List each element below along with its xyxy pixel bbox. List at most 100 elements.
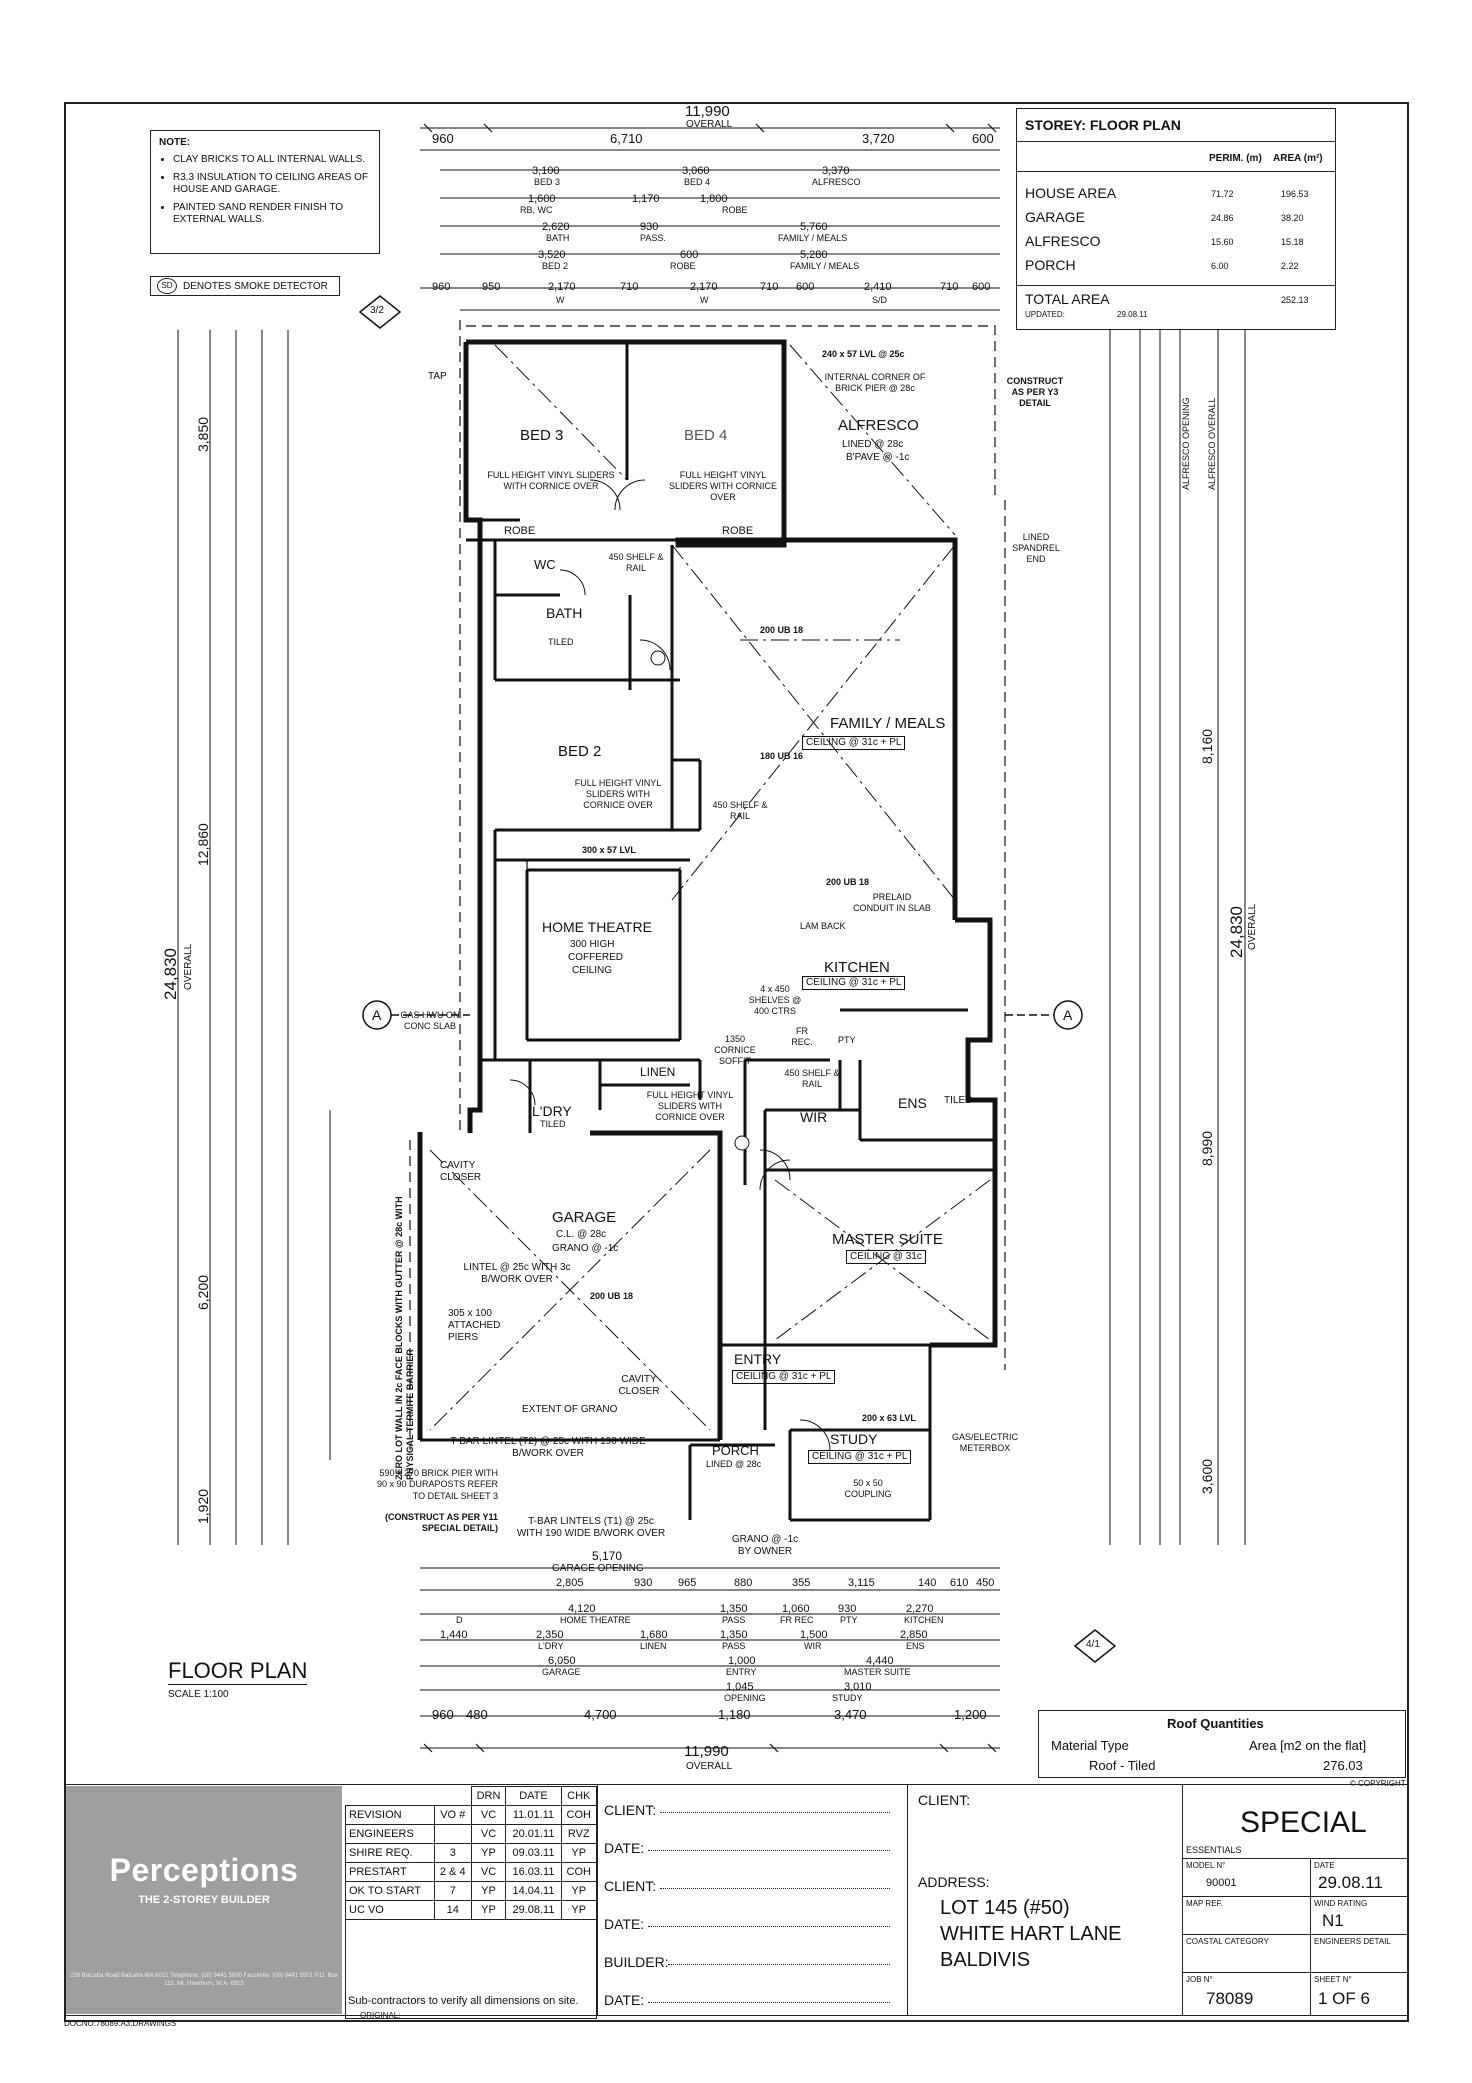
bdim-last-6: 1,200 [954, 1707, 987, 1722]
annotation-tap: TAP [428, 371, 447, 382]
sign-line[interactable] [648, 1926, 890, 1927]
annotation-lvl-200: 200 x 63 LVL [862, 1413, 916, 1423]
storey-row: PORCH 6.00 2.22 [1025, 257, 1299, 273]
right-alfresco-overall: ALFRESCO OVERALL [1207, 397, 1217, 490]
porch-sub: LINED @ 28c [706, 1459, 762, 1469]
dim-last-1: 960 [432, 281, 451, 293]
dim-sd-name: S/D [872, 295, 888, 305]
annotation-lam-back: LAM BACK [800, 921, 846, 931]
notes-box: NOTE: CLAY BRICKS TO ALL INTERNAL WALLS.… [150, 130, 380, 254]
bdim-r2-7: 140 [918, 1577, 937, 1589]
bdim-entry-name: ENTRY [726, 1667, 757, 1677]
dim-bed3: 3,100 [532, 165, 560, 177]
smoke-detector-icon [650, 650, 666, 666]
bdim-opening: 1,045 [726, 1681, 754, 1693]
annotation-sliders-1: FULL HEIGHT VINYL SLIDERS WITH CORNICE O… [487, 470, 615, 491]
annotation-ub-2: 180 UB 16 [760, 751, 804, 761]
dim-rbwc: 1,600 [528, 193, 556, 205]
coastal-label: COASTAL CATEGORY [1186, 1937, 1269, 1946]
ht-sub3: CEILING [572, 965, 613, 976]
essentials: ESSENTIALS [1186, 1845, 1242, 1855]
annotation-lintel: LINTEL @ 25c WITH 3c B/WORK OVER [463, 1262, 571, 1285]
bdim-ens: 2,850 [900, 1629, 928, 1641]
garage-sub2: GRANO @ -1c [552, 1243, 619, 1254]
map-ref-label: MAP REF. [1186, 1899, 1223, 1908]
dim-bed2: 3,520 [538, 249, 566, 261]
dim-last-2: 950 [482, 281, 501, 293]
roof-row-value: 276.03 [1323, 1758, 1363, 1773]
annotation-construct-y11: (CONSTRUCT AS PER Y11 SPECIAL DETAIL) [384, 1512, 498, 1534]
bath-sub: TILED [548, 637, 574, 647]
wind-rating-label: WIND RATING [1314, 1899, 1368, 1908]
annotation-brick-pier: 590 x 270 BRICK PIER WITH 90 x 90 DURAPO… [376, 1468, 498, 1501]
dim-bath-name: BATH [546, 233, 570, 243]
bdim-pass2: 1,350 [720, 1629, 748, 1641]
dim-lines-top [420, 127, 1000, 311]
ceiling-lines [429, 344, 991, 1431]
annotation-sliders-4: FULL HEIGHT VINYL SLIDERS WITH CORNICE O… [646, 1090, 734, 1122]
bdim-pass2-name: PASS [722, 1641, 746, 1651]
kitchen-ceiling: CEILING @ 31c + PL [802, 976, 906, 990]
annotation-pty: PTY [838, 1035, 856, 1045]
sign-field-label: CLIENT: [604, 1802, 657, 1818]
room-robe-1: ROBE [504, 525, 536, 537]
annotation-construct-y3: CONSTRUCT AS PER Y3 DETAIL [1006, 376, 1064, 408]
top-dim-2: 6,710 [610, 131, 643, 146]
room-alfresco: ALFRESCO [838, 417, 919, 434]
right-dim-part3: 3,600 [1199, 1458, 1215, 1494]
smoke-detector-icon [734, 1135, 750, 1151]
detail-refs [358, 295, 1117, 1663]
ldry-sub: TILED [540, 1119, 566, 1129]
dim-robe: 1,800 [700, 193, 728, 205]
dim-robe2: 600 [680, 249, 699, 261]
sign-field-label: DATE: [604, 1992, 645, 2008]
smoke-detectors [650, 650, 750, 1151]
date-value: 29.08.11 [1318, 1873, 1383, 1892]
updated-label: UPDATED: [1025, 310, 1065, 319]
bdim-ht-name: HOME THEATRE [560, 1615, 631, 1625]
room-entry: ENTRY [734, 1351, 782, 1367]
sign-line[interactable] [648, 2002, 890, 2003]
detail-ref-bottom: 4/1 [1086, 1639, 1100, 1650]
top-dim-1: 960 [432, 131, 454, 146]
room-porch: PORCH [712, 1443, 759, 1458]
annotation-attached-piers: 305 x 100 ATTACHED PIERS [448, 1308, 501, 1343]
left-overall-value: 24,830 [161, 948, 180, 1000]
left-dim-part1: 12,860 [195, 823, 211, 866]
model-special: SPECIAL [1240, 1806, 1367, 1839]
bdim-master-name: MASTER SUITE [844, 1667, 911, 1677]
docno: DOCNO.78089.A3.DRAWINGS [64, 2019, 177, 2028]
note-item: R3.3 INSULATION TO CEILING AREAS OF HOUS… [173, 172, 371, 196]
dim-pass: 930 [640, 221, 659, 233]
storey-total: TOTAL AREA 252.13 [1025, 291, 1309, 307]
bdim-r2-6: 3,115 [848, 1577, 875, 1589]
wall-right-run [930, 917, 998, 1348]
sign-line[interactable] [648, 1850, 890, 1851]
bdim-frrec: 1,060 [782, 1603, 810, 1615]
revision-row: REVISION VO # VC 11.01.11 COH [345, 1805, 598, 1825]
bdim-garage-name: GARAGE [542, 1667, 581, 1677]
dim-last-7: 600 [972, 281, 991, 293]
bdim-d-name: D [456, 1615, 463, 1625]
dim-robe-name: ROBE [722, 205, 748, 215]
annotation-coupling: 50 x 50 COUPLING [844, 1478, 892, 1499]
notes-title: NOTE: [159, 137, 191, 148]
annotation-extent-grano: EXTENT OF GRANO [522, 1404, 618, 1415]
room-ldry: L'DRY [532, 1103, 572, 1119]
sign-fields [597, 1784, 908, 2016]
dim-family-name: FAMILY / MEALS [778, 233, 848, 243]
bdim-last-3: 4,700 [584, 1707, 617, 1722]
dim-alfresco-name: ALFRESCO [812, 177, 861, 187]
room-wir: WIR [800, 1109, 828, 1125]
model-ref-label: MODEL N° [1186, 1861, 1226, 1870]
bdim-ldry-name: L'DRY [538, 1641, 564, 1651]
sign-line[interactable] [660, 1888, 890, 1889]
sign-line[interactable] [660, 1812, 890, 1813]
address-label: ADDRESS: [918, 1874, 990, 1890]
sign-line[interactable] [668, 1964, 890, 1965]
room-linen: LINEN [640, 1065, 676, 1079]
dim-alfresco: 3,370 [822, 165, 850, 177]
copyright: © COPYRIGHT [1350, 1779, 1406, 1788]
